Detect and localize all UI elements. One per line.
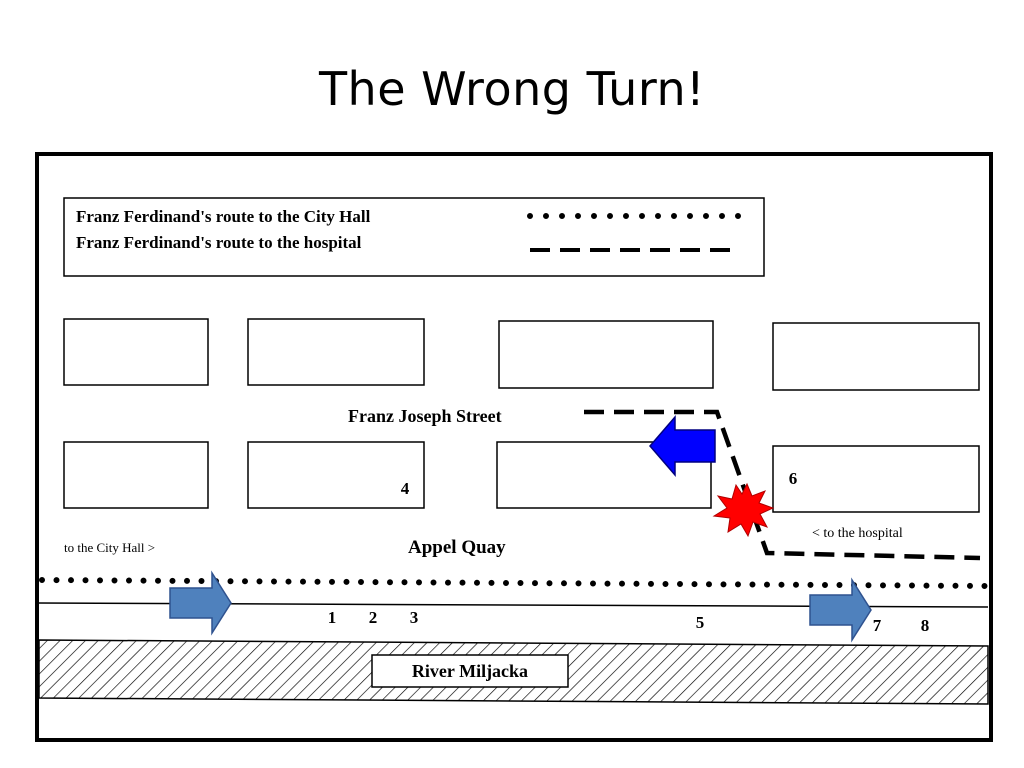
city-hall-route-line — [39, 577, 991, 589]
marker-7: 7 — [873, 616, 882, 635]
building — [63, 318, 209, 386]
building — [498, 320, 714, 389]
explosion-icon — [712, 482, 775, 538]
building — [772, 445, 980, 513]
slide-title: The Wrong Turn! — [318, 62, 706, 116]
to-city-hall-label: to the City Hall > — [64, 540, 155, 555]
marker-6: 6 — [789, 469, 798, 488]
marker-2: 2 — [369, 608, 378, 627]
building — [247, 441, 425, 509]
legend-hospital-label: Franz Ferdinand's route to the hospital — [76, 233, 362, 252]
marker-5: 5 — [696, 613, 705, 632]
river-label: River Miljacka — [412, 661, 528, 681]
franz-joseph-street-label: Franz Joseph Street — [348, 406, 502, 426]
building — [63, 441, 209, 509]
marker-3: 3 — [410, 608, 419, 627]
marker-8: 8 — [921, 616, 930, 635]
forward-arrow-icon — [169, 570, 232, 636]
river-label-box — [371, 654, 569, 688]
forward-arrow-icon — [809, 577, 872, 643]
marker-1: 1 — [328, 608, 337, 627]
marker-4: 4 — [401, 479, 410, 498]
wrong-turn-arrow-icon — [649, 414, 716, 478]
building — [772, 322, 980, 391]
legend-city-hall-label: Franz Ferdinand's route to the City Hall — [76, 207, 371, 226]
legend-box — [63, 197, 765, 277]
to-hospital-label: < to the hospital — [812, 526, 903, 541]
building — [247, 318, 425, 386]
hospital-route-line — [584, 409, 981, 561]
appel-quay-label: Appel Quay — [408, 537, 506, 558]
